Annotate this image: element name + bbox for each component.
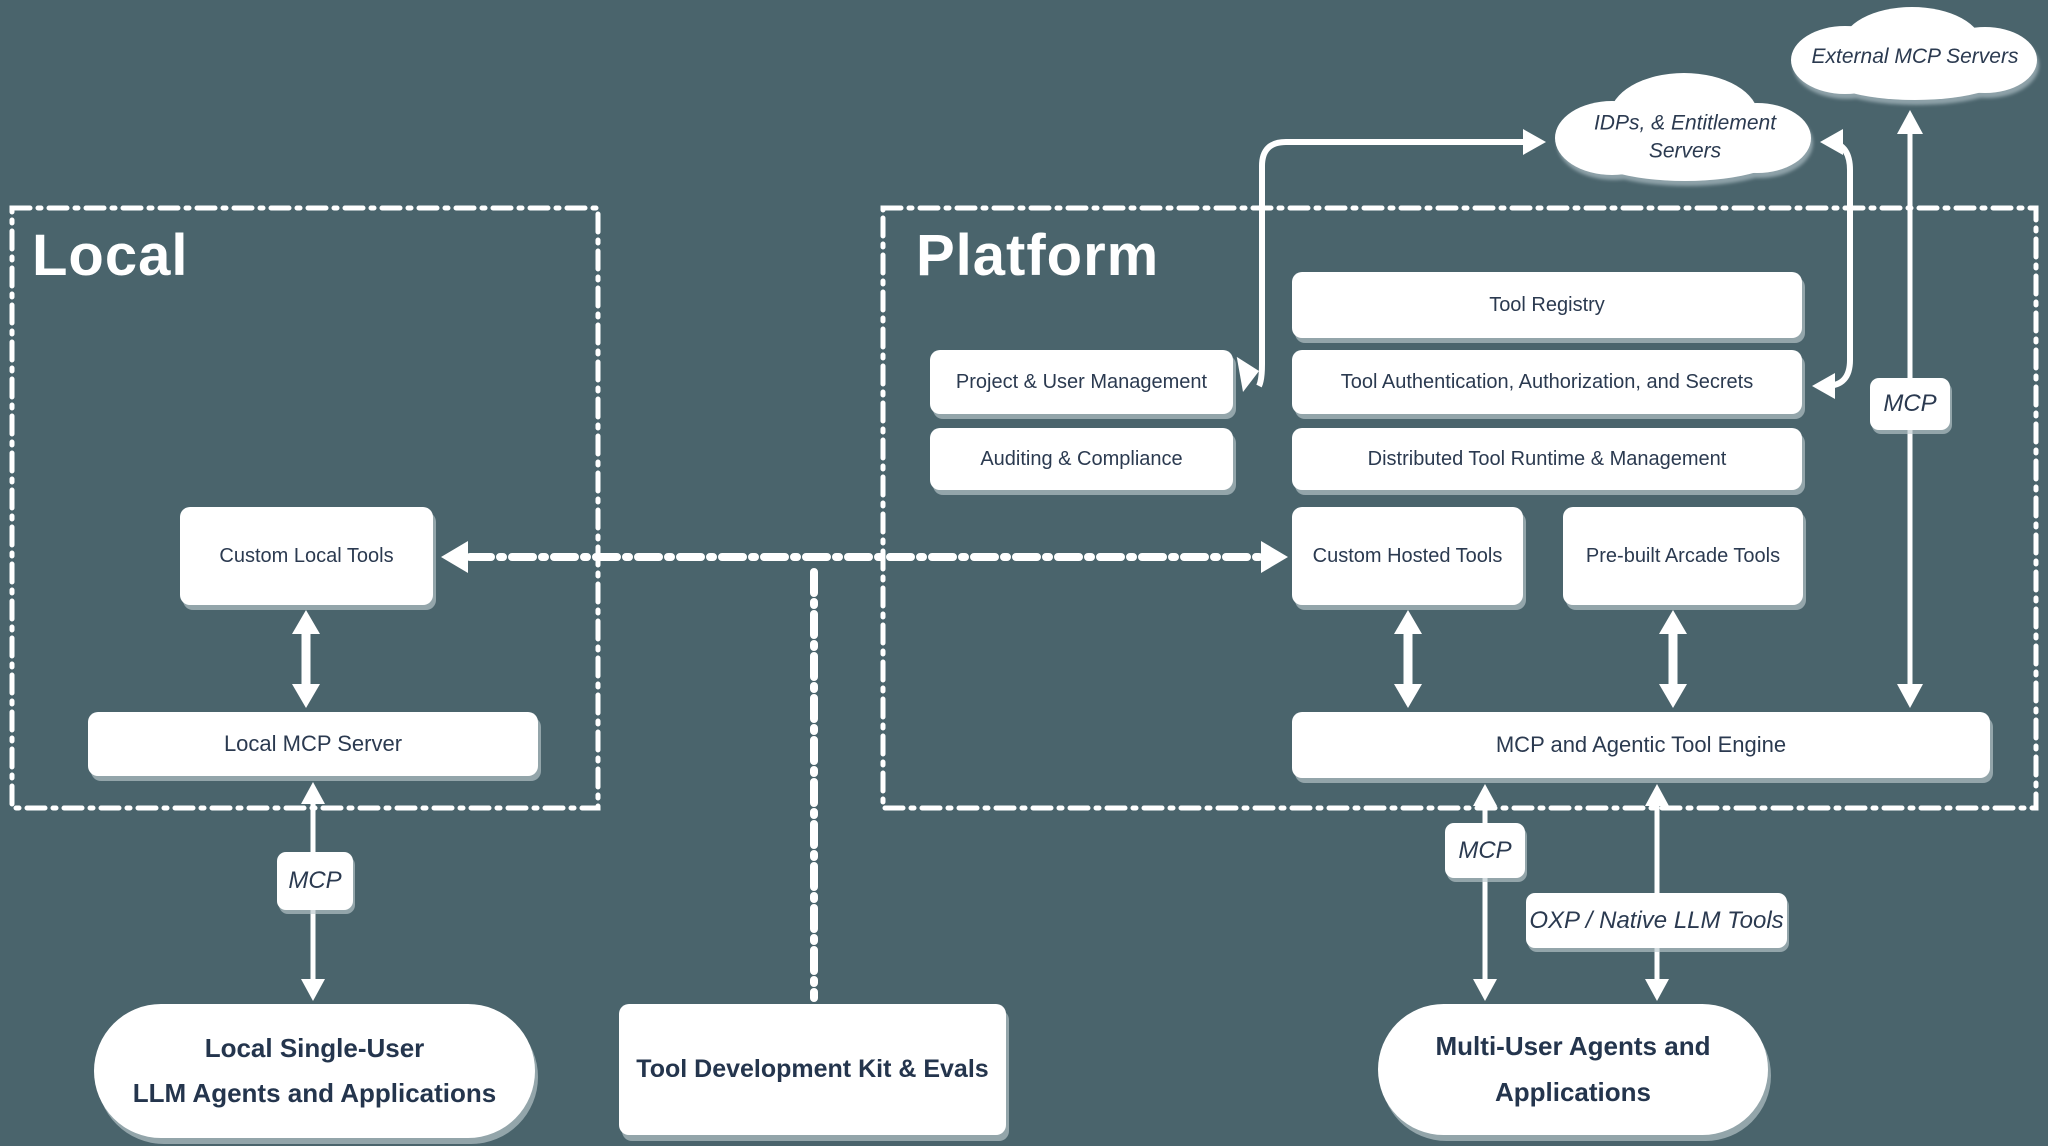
- pill-multi-agents-line1: Multi-User Agents and: [1435, 1031, 1711, 1061]
- idp-cloud-label-line2: Servers: [1648, 140, 1722, 163]
- platform-region-title: Platform: [916, 223, 1160, 288]
- node-distributed-runtime: Distributed Tool Runtime & Management: [1292, 428, 1802, 490]
- pill-local-single-user-agents: Local Single-User LLM Agents and Applica…: [94, 1004, 535, 1138]
- pill-multi-agents-line2: Applications: [1494, 1076, 1651, 1107]
- idp-cloud-label-line1: IDPs, & Entitlement: [1593, 111, 1777, 135]
- tdk-label: Tool Development Kit & Evals: [636, 1054, 989, 1083]
- node-tool-authentication: Tool Authentication, Authorization, and …: [1292, 350, 1802, 414]
- arrow-engine-oxp-agents: [1645, 784, 1669, 1001]
- platform-region-border: [880, 205, 2039, 811]
- node-mcp-agentic-tool-engine: MCP and Agentic Tool Engine: [1292, 712, 1990, 778]
- node-project-user-management: Project & User Management: [930, 350, 1233, 414]
- idp-cloud: [1555, 73, 1811, 181]
- arrow-prebuilt-engine: [1659, 610, 1687, 708]
- idp-cloud-label: IDPs, & Entitlement Servers: [1594, 110, 1776, 167]
- node-auditing-compliance: Auditing & Compliance: [930, 428, 1233, 490]
- dashed-tools-connector: [441, 541, 1288, 1002]
- connector-toolauth-idp: [1812, 129, 1853, 399]
- pill-multi-user-agents: Multi-User Agents and Applications: [1378, 1004, 1768, 1135]
- edge-label-oxp-native-llm-tools: OXP / Native LLM Tools: [1526, 893, 1787, 948]
- pill-local-agents-line1: Local Single-User: [204, 1032, 425, 1063]
- connector-projectmgmt-idp: [1236, 129, 1546, 392]
- edge-label-mcp-local: MCP: [277, 852, 353, 910]
- node-tool-registry: Tool Registry: [1292, 272, 1802, 338]
- arrow-customlocal-localmcp: [292, 610, 320, 708]
- local-region-title: Local: [32, 223, 189, 288]
- node-tool-development-kit: Tool Development Kit & Evals: [619, 1004, 1006, 1135]
- local-region-border: [9, 205, 601, 811]
- node-prebuilt-arcade-tools: Pre-built Arcade Tools: [1563, 507, 1803, 605]
- edge-label-mcp-platform: MCP: [1445, 823, 1525, 878]
- arrowhead-right-custom-hosted: [1261, 541, 1288, 573]
- edge-label-mcp-external: MCP: [1870, 378, 1950, 430]
- node-custom-local-tools: Custom Local Tools: [180, 507, 433, 605]
- pill-local-agents-line2: LLM Agents and Applications: [132, 1078, 497, 1108]
- node-local-mcp-server: Local MCP Server: [88, 712, 538, 776]
- node-custom-hosted-tools: Custom Hosted Tools: [1292, 507, 1523, 605]
- arrow-engine-mcp-agents: [1473, 784, 1497, 1001]
- external-mcp-cloud: [1791, 7, 2037, 100]
- arrowhead-left-custom-local: [441, 541, 468, 573]
- arrow-customhosted-engine: [1394, 610, 1422, 708]
- external-mcp-cloud-label: External MCP Servers: [1811, 44, 2019, 68]
